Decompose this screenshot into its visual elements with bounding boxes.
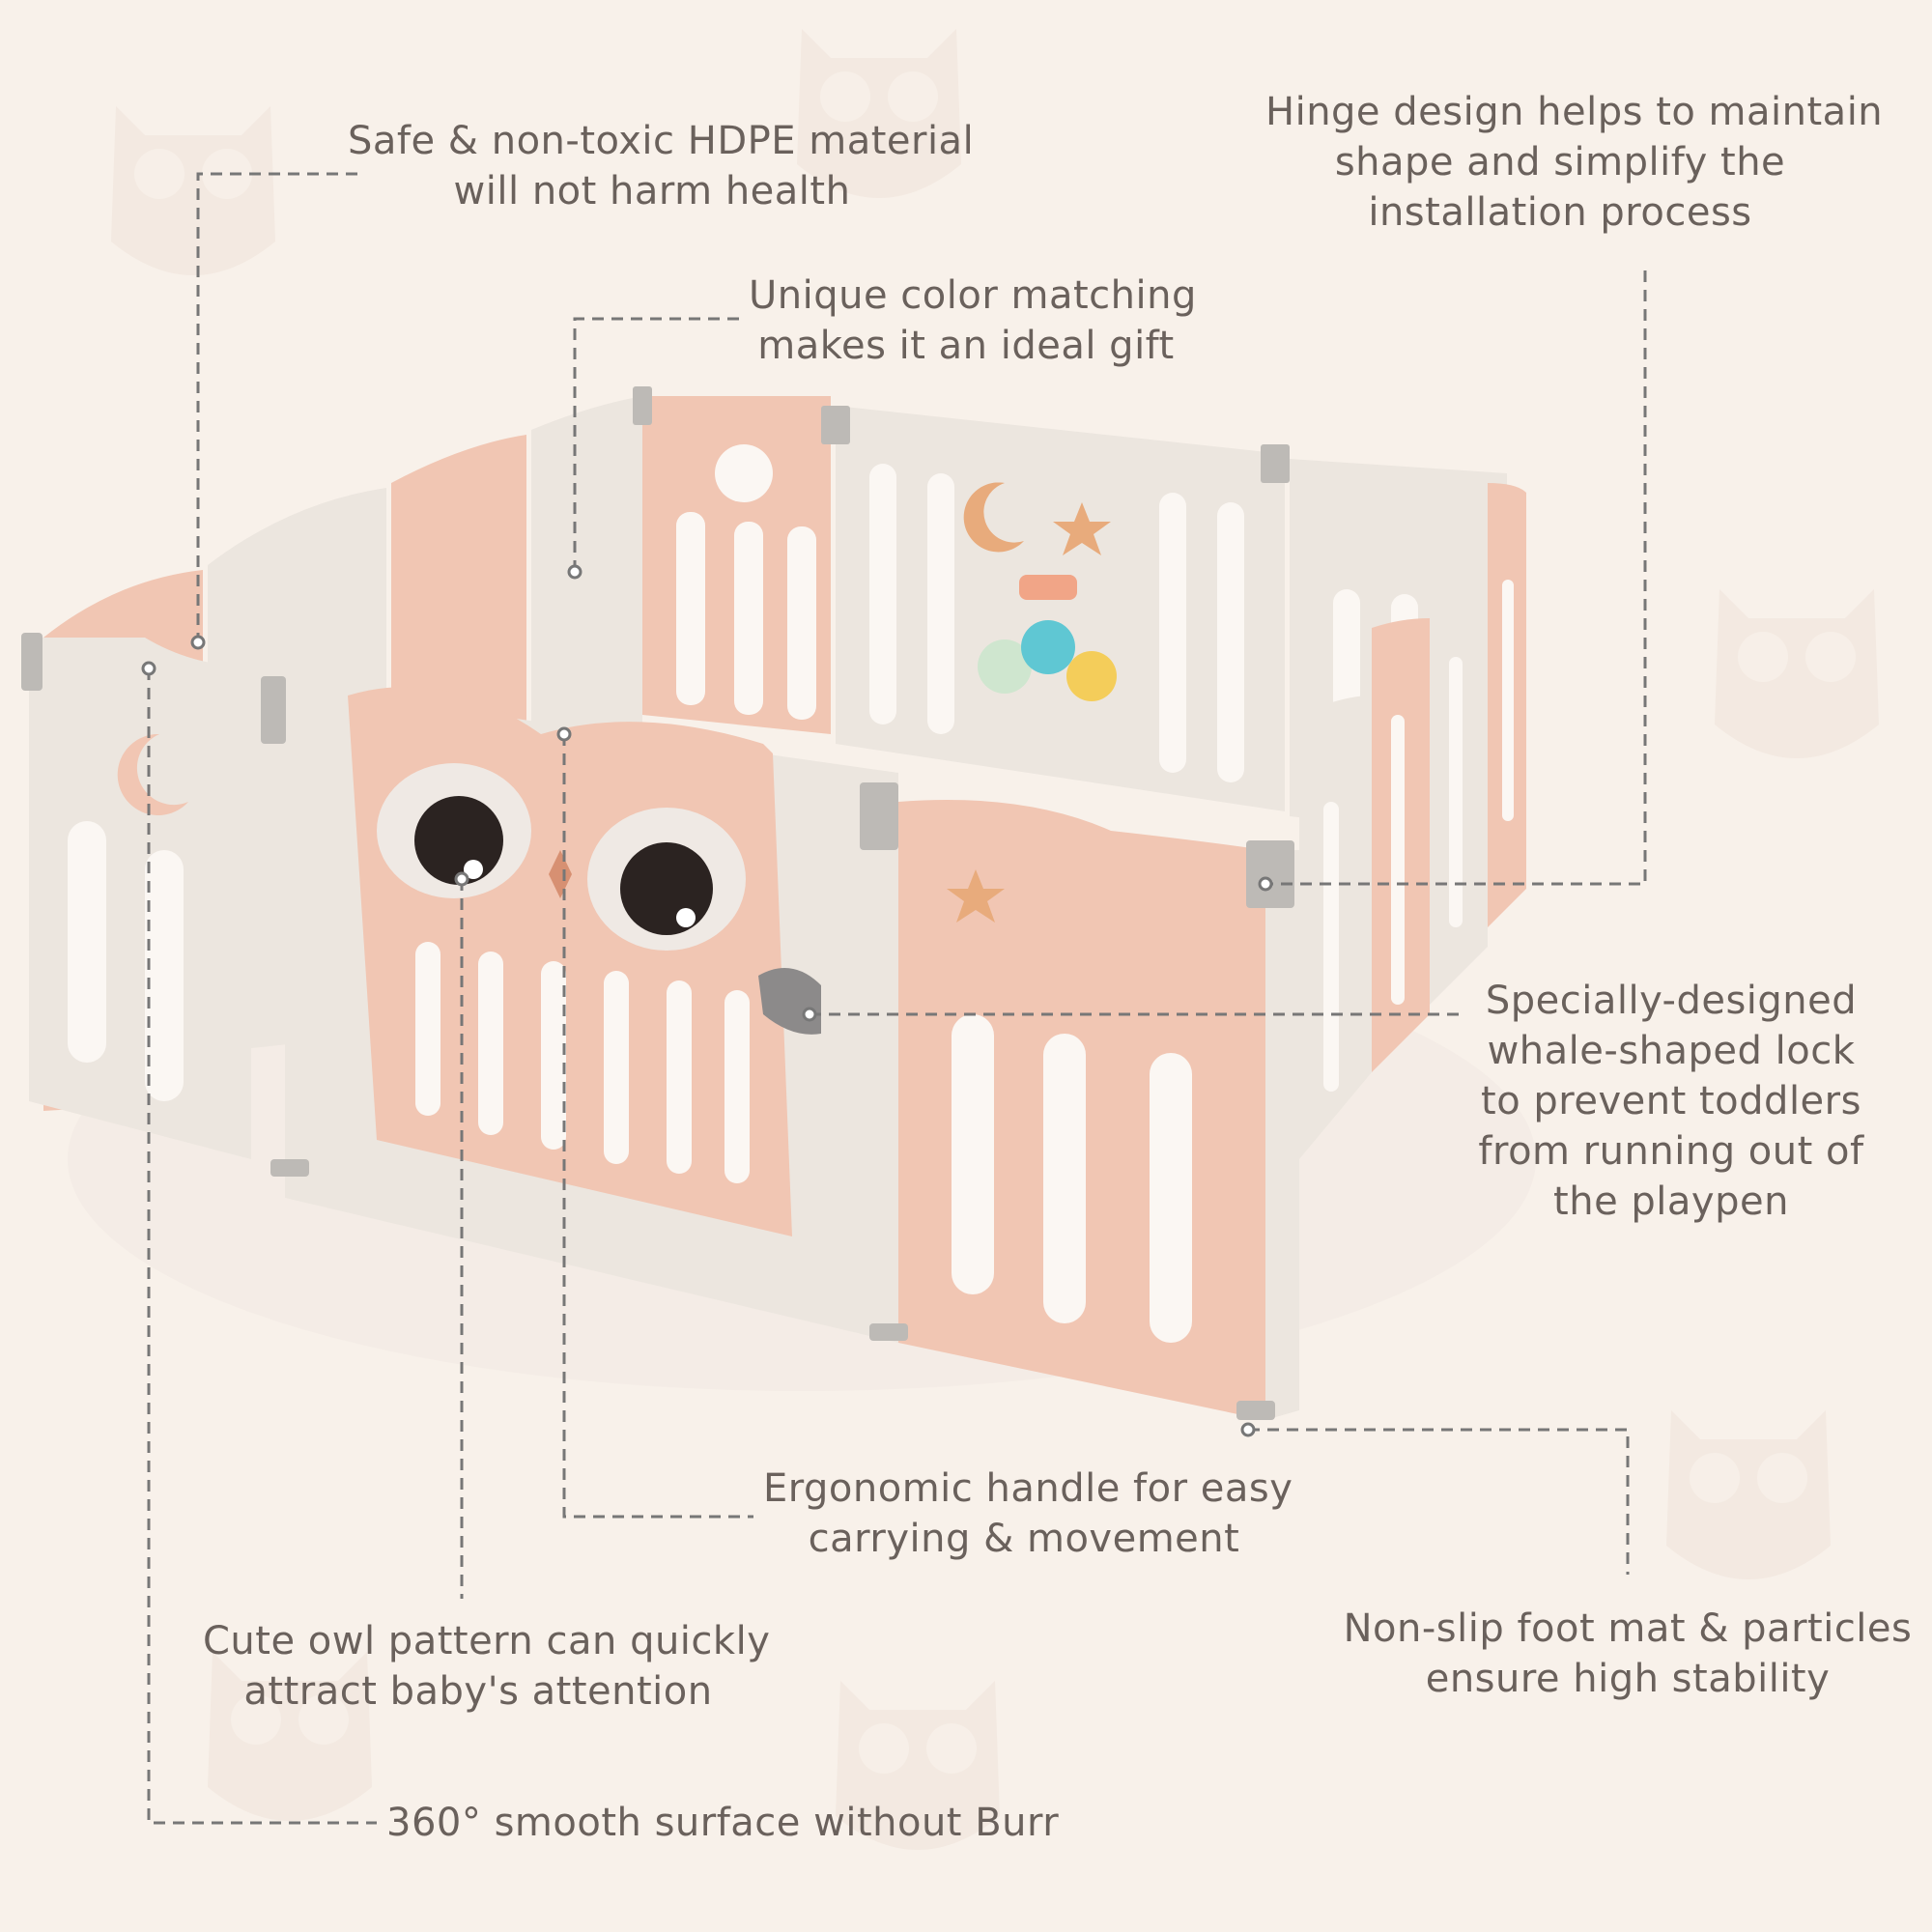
callout-line: Unique color matching [749, 273, 1197, 318]
callout-lock: Specially-designed whale-shaped lock to … [1468, 976, 1874, 1227]
marker-footmat [1240, 1422, 1256, 1437]
owl-icon [1715, 589, 1879, 758]
callout-line: will not harm health [453, 169, 851, 213]
callout-line: whale-shaped lock [1487, 1029, 1856, 1073]
callout-color: Unique color matching makes it an ideal … [749, 270, 1197, 371]
star-icon [1053, 502, 1111, 555]
owl-icon [208, 1652, 372, 1821]
callout-line: Cute owl pattern can quickly [203, 1619, 771, 1663]
callout-surface: 360° smooth surface without Burr [386, 1798, 1060, 1848]
callout-line: 360° smooth surface without Burr [386, 1801, 1060, 1845]
callout-line: carrying & movement [808, 1517, 1240, 1561]
callout-line: installation process [1368, 190, 1752, 235]
callout-hinge: Hinge design helps to maintain shape and… [1265, 87, 1884, 238]
callout-line: ensure high stability [1425, 1657, 1831, 1701]
leader-handle [562, 734, 753, 1519]
leader-footmat [1248, 1428, 1630, 1575]
moon-icon [963, 482, 1024, 553]
owl-icon [836, 1681, 1000, 1850]
owl-icon [797, 29, 961, 198]
marker-hinge [1258, 876, 1273, 892]
front-wall [29, 638, 1299, 1420]
marker-lock [802, 1007, 817, 1022]
callout-line: makes it an ideal gift [757, 324, 1175, 368]
corner-post [1265, 850, 1299, 1420]
owl-face-icon [377, 763, 746, 951]
marker-surface [141, 661, 156, 676]
callout-line: from running out of [1478, 1129, 1864, 1174]
marker-material [190, 635, 206, 650]
leader-hinge [1265, 270, 1647, 886]
callout-line: Ergonomic handle for easy [763, 1466, 1293, 1511]
leader-color [573, 317, 739, 572]
callout-line: the playpen [1553, 1179, 1789, 1224]
marker-handle [556, 726, 572, 742]
callout-footmat: Non-slip foot mat & particles ensure hig… [1338, 1604, 1918, 1704]
callout-owl: Cute owl pattern can quickly attract bab… [203, 1616, 771, 1717]
gear-toy-icon [978, 575, 1117, 701]
hinge-icon [21, 386, 1294, 1420]
callout-line: shape and simplify the [1334, 140, 1786, 185]
moon-icon [715, 444, 773, 502]
moon-icon [117, 733, 188, 815]
leader-material [196, 172, 357, 642]
callout-line: Safe & non-toxic HDPE material [348, 119, 975, 163]
callout-line: Non-slip foot mat & particles [1343, 1606, 1913, 1651]
right-wall [1299, 483, 1526, 1159]
callout-line: Specially-designed [1485, 979, 1858, 1023]
marker-owl [454, 871, 469, 887]
callout-handle: Ergonomic handle for easy carrying & mov… [763, 1463, 1293, 1564]
star-icon [947, 869, 1005, 923]
callout-material: Safe & non-toxic HDPE material will not … [348, 116, 975, 216]
callout-line: attract baby's attention [243, 1669, 713, 1714]
owl-icon [111, 106, 275, 275]
callout-line: to prevent toddlers [1481, 1079, 1861, 1123]
marker-color [567, 564, 582, 580]
owl-icon [1666, 1410, 1831, 1579]
callout-line: Hinge design helps to maintain [1265, 90, 1884, 134]
